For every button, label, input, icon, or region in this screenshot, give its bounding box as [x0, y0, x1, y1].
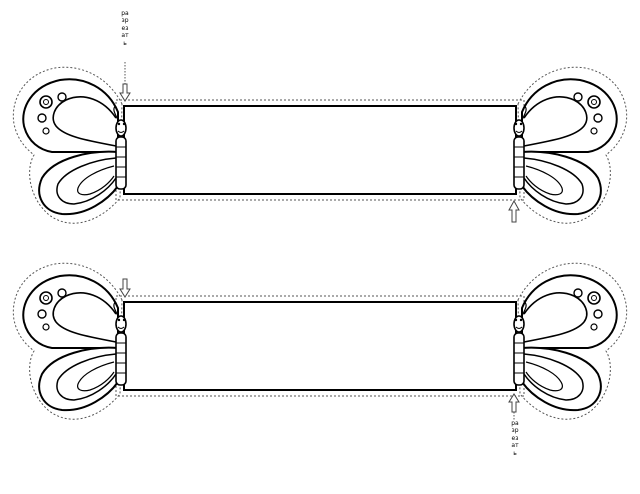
cut-arrow-down-icon	[119, 278, 131, 298]
cut-arrow-up-icon	[508, 199, 520, 223]
cut-label-top: разрезать	[121, 10, 129, 47]
cut-arrow-down-icon	[119, 62, 131, 102]
cut-label-bottom: разрезать	[511, 420, 519, 457]
bookmark-top	[13, 67, 626, 223]
bookmark-bottom	[13, 263, 626, 419]
cut-arrow-up-icon	[508, 393, 520, 420]
